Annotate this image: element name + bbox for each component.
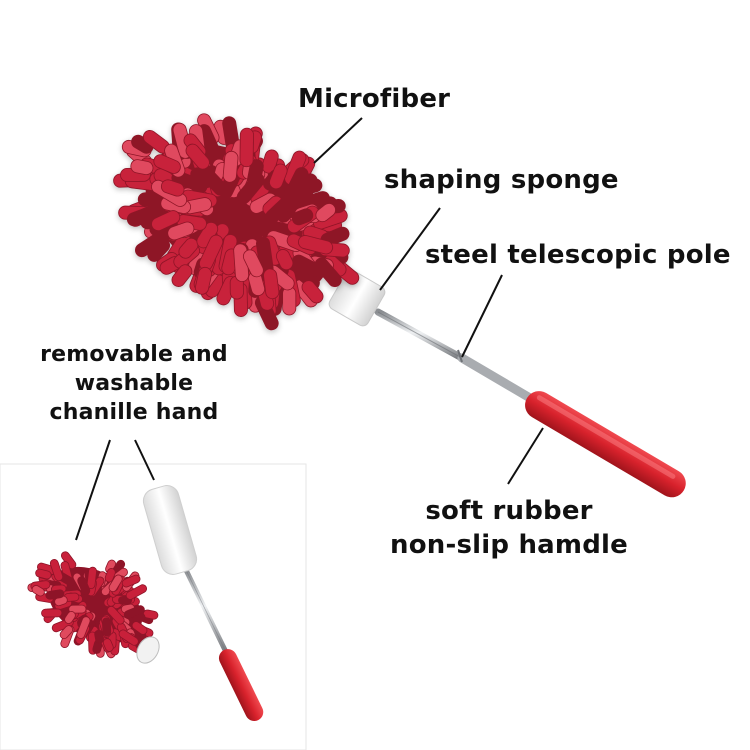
leader-microfiber bbox=[313, 117, 363, 164]
leader-removable-right bbox=[134, 439, 155, 481]
label-removable-washable: removable and washable chanille hand bbox=[24, 340, 244, 427]
steel-telescopic-pole bbox=[374, 308, 535, 403]
label-steel-telescopic-pole: steel telescopic pole bbox=[425, 240, 731, 270]
leader-removable-left bbox=[75, 439, 111, 541]
label-removable-line-1: removable and bbox=[40, 342, 228, 367]
leader-shaping-sponge bbox=[379, 207, 441, 291]
microfiber-head bbox=[113, 113, 360, 331]
label-soft-rubber-line-1: soft rubber bbox=[425, 496, 593, 526]
rubber-handle bbox=[525, 391, 686, 498]
label-removable-line-2: washable bbox=[74, 371, 194, 396]
leader-steel-pole bbox=[461, 274, 503, 358]
leader-lines bbox=[75, 117, 544, 541]
main-duster bbox=[113, 113, 686, 498]
inset-microfiber-sleeve bbox=[27, 551, 160, 664]
inset-sponge bbox=[142, 485, 198, 575]
inset-handle bbox=[218, 649, 264, 722]
label-microfiber: Microfiber bbox=[298, 84, 451, 114]
shaping-sponge bbox=[328, 269, 386, 327]
leader-soft-rubber bbox=[507, 427, 544, 485]
label-soft-rubber-line-2: non-slip hamdle bbox=[390, 530, 628, 560]
label-shaping-sponge: shaping sponge bbox=[384, 165, 619, 195]
inset-bare-duster bbox=[142, 485, 264, 722]
label-soft-rubber-handle: soft rubber non-slip hamdle bbox=[380, 494, 638, 562]
label-removable-line-3: chanille hand bbox=[49, 400, 219, 425]
